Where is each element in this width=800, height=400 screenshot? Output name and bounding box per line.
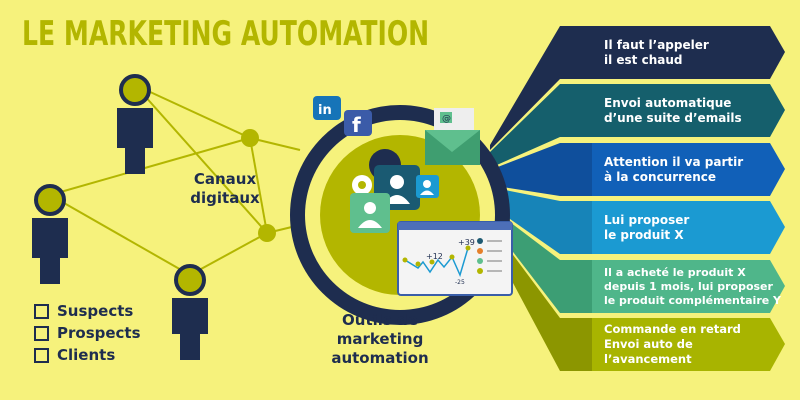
banner-line: depuis 1 mois, lui proposer	[604, 279, 773, 293]
banner-line: Attention il va partir	[604, 154, 744, 169]
checkbox-icon	[34, 347, 49, 363]
funnel-rays	[490, 26, 592, 371]
banner-line: Il a acheté le produit X	[604, 265, 746, 279]
banner-line: Il faut l’appeler	[604, 37, 709, 52]
chart-low-label: -25	[455, 279, 465, 286]
banner-line: Lui proposer	[604, 212, 690, 227]
channels-label-line: digitaux	[190, 189, 260, 207]
svg-text:@: @	[442, 114, 451, 124]
banner-line: le produit X	[604, 227, 684, 242]
network-node	[241, 129, 259, 147]
channels-label-line: Canaux	[193, 170, 257, 188]
banner-line: Commande en retard	[604, 322, 741, 336]
banner-line: il est chaud	[604, 52, 683, 67]
chart-peak-label: +39	[458, 238, 475, 247]
facebook-icon	[344, 110, 372, 136]
banner-line: d’une suite d’emails	[604, 110, 742, 125]
legend-item-clients: Clients	[34, 344, 141, 366]
tools-label: Outils de marketing automation	[300, 311, 460, 368]
person-icon	[172, 264, 208, 360]
checkbox-icon	[34, 303, 49, 319]
tools-label-line: Outils de marketing	[336, 311, 424, 348]
legend-label: Suspects	[57, 302, 134, 320]
audience-legend: Suspects Prospects Clients	[34, 300, 141, 366]
page-title: LE MARKETING AUTOMATION	[22, 14, 430, 54]
legend-label: Clients	[57, 346, 116, 364]
banner-line: Envoi auto de l’avancement	[604, 337, 693, 366]
tools-label-line: automation	[331, 349, 429, 367]
chart-window-icon	[397, 221, 513, 296]
svg-text:in: in	[318, 103, 332, 118]
svg-text:f: f	[352, 113, 361, 137]
chart-mid-label: +12	[426, 252, 443, 261]
email-icon: @	[425, 108, 480, 165]
network-node	[258, 224, 276, 242]
legend-item-prospects: Prospects	[34, 322, 141, 344]
legend-item-suspects: Suspects	[34, 300, 141, 322]
channels-label: Canaux digitaux	[185, 170, 265, 208]
person-icon	[32, 184, 68, 284]
banner-line: Envoi automatique	[604, 95, 732, 110]
checkbox-icon	[34, 325, 49, 341]
banner-shapes	[592, 26, 785, 371]
legend-label: Prospects	[57, 324, 141, 342]
linkedin-icon	[313, 96, 341, 120]
person-icon	[117, 74, 153, 174]
banner-line: à la concurrence	[604, 169, 716, 184]
banner-line: le produit complémentaire Y	[604, 293, 782, 307]
